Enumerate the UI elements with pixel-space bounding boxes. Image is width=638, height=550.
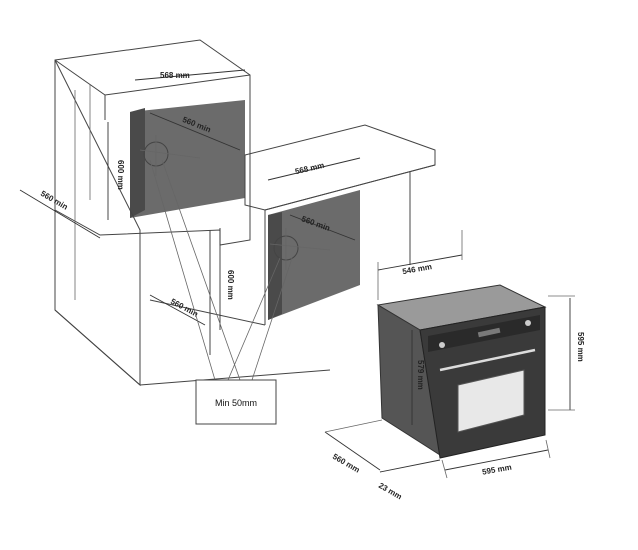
oven-body-height-label: 579 mm bbox=[416, 360, 425, 390]
min-vent-note-box: Min 50mm bbox=[195, 379, 277, 425]
oven-unit bbox=[376, 284, 547, 459]
counter-width-label: 568 mm bbox=[294, 161, 325, 176]
column-depth-label: 560 min bbox=[39, 189, 69, 212]
column-width-label: 568 mm bbox=[160, 71, 190, 80]
oven-height-label: 595 mm bbox=[576, 332, 585, 362]
counter-cavity bbox=[268, 190, 360, 320]
oven-body-depth-label: 546 mm bbox=[402, 262, 433, 276]
vent-leaders bbox=[149, 159, 293, 381]
under-counter-cabinet bbox=[149, 124, 436, 355]
counter-height-label: 600 mm bbox=[226, 270, 235, 300]
oven-window bbox=[458, 370, 524, 432]
oven-door-label: 23 mm bbox=[377, 481, 403, 501]
oven-knob-right bbox=[525, 320, 531, 326]
oven-width-label: 595 mm bbox=[481, 463, 512, 477]
oven-knob-left bbox=[439, 342, 445, 348]
min-vent-note: Min 50mm bbox=[215, 398, 257, 408]
oven-depth-label: 560 mm bbox=[331, 452, 361, 475]
column-height-label: 600 mm bbox=[116, 160, 125, 190]
oven-handle bbox=[439, 348, 536, 372]
